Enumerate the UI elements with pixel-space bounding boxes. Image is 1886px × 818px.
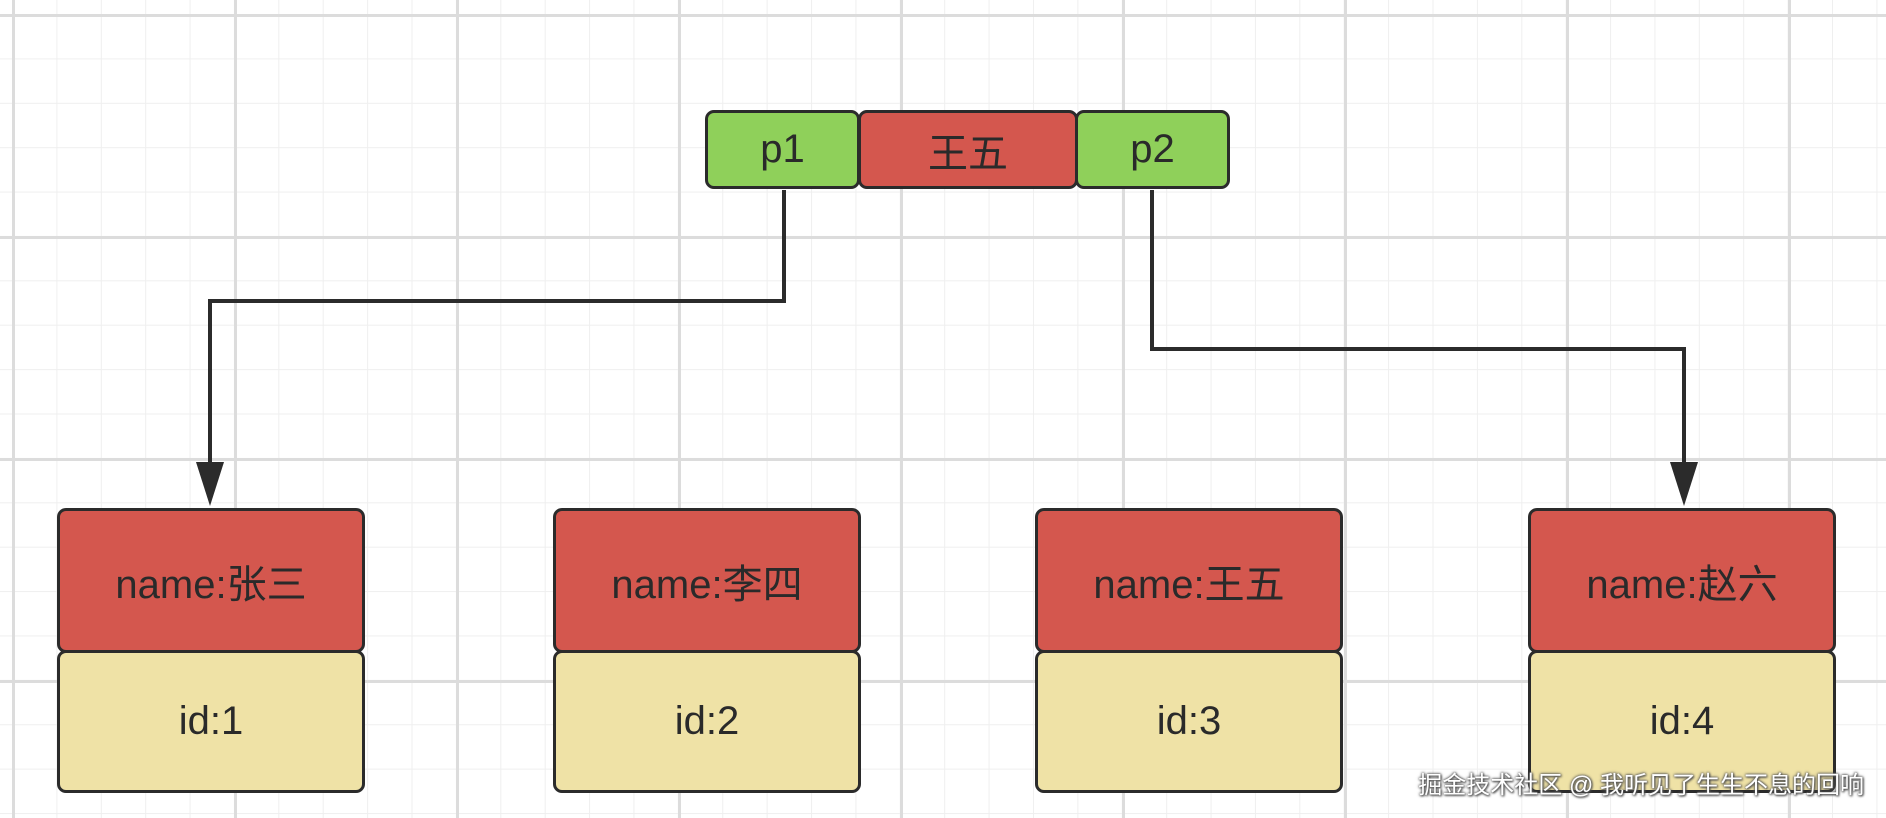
p2-pointer-cell[interactable]: p2 xyxy=(1075,110,1230,189)
record-3-name-cell[interactable]: name:王五 xyxy=(1035,508,1343,653)
record-3-id-cell[interactable]: id:3 xyxy=(1035,650,1343,793)
edge-p2-to-record-4 xyxy=(1150,190,1686,478)
edge-p1-to-record-1 xyxy=(208,190,786,478)
record-1-id-cell[interactable]: id:1 xyxy=(57,650,365,793)
top-node-value-cell[interactable]: 王五 xyxy=(858,110,1078,189)
record-2-id-cell[interactable]: id:2 xyxy=(553,650,861,793)
p1-pointer-cell[interactable]: p1 xyxy=(705,110,860,189)
record-4-id-cell[interactable]: id:4 xyxy=(1528,650,1836,793)
arrowhead-record-1 xyxy=(196,462,224,506)
arrowhead-record-4 xyxy=(1670,462,1698,506)
watermark-text: 掘金技术社区 @ 我听见了生生不息的回响 xyxy=(1418,772,1864,799)
record-4-name-cell[interactable]: name:赵六 xyxy=(1528,508,1836,653)
record-1-name-cell[interactable]: name:张三 xyxy=(57,508,365,653)
record-2-name-cell[interactable]: name:李四 xyxy=(553,508,861,653)
